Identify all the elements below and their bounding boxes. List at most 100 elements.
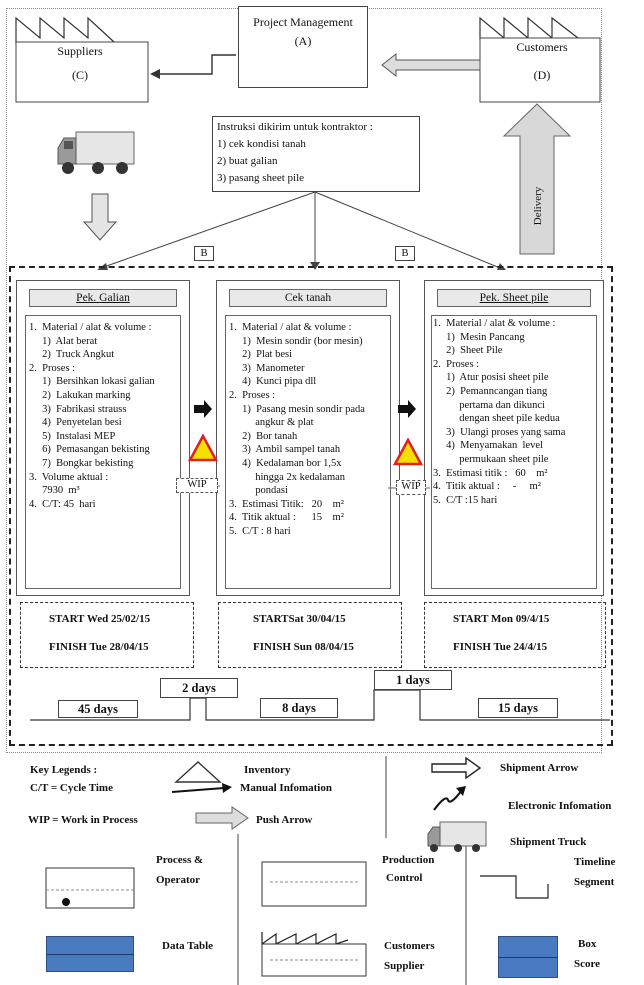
process-line: 5) Instalasi MEP <box>29 430 116 442</box>
instructions-item: 3) pasang sheet pile <box>217 172 305 184</box>
process-line: 1) Alat berat <box>29 335 98 347</box>
process-line: 1) Bersihkan lokasi galian <box>29 376 155 388</box>
legend-inventory: Inventory <box>244 764 291 776</box>
process-line: 4) Kunci pipa dll <box>229 376 317 388</box>
process-line: 1) Mesin Pancang <box>433 331 525 343</box>
box-score-icon <box>498 936 558 978</box>
process-line: 1) Mesin sondir (bor mesin) <box>229 335 363 347</box>
process-line: permukaan sheet pile <box>433 453 549 465</box>
process-title: Cek tanah <box>229 289 387 307</box>
process-line: 2) Bor tanah <box>229 430 298 442</box>
process-line: 1. Material / alat & volume : <box>29 322 152 333</box>
finish-date: FINISH Tue 24/4/15 <box>453 641 548 653</box>
finish-date: FINISH Tue 28/04/15 <box>49 641 149 653</box>
legend-shipment-truck: Shipment Truck <box>510 836 587 848</box>
instructions-item: 1) cek kondisi tanah <box>217 138 306 150</box>
data-table-icon <box>46 936 134 972</box>
start-date: START Mon 09/4/15 <box>453 613 550 625</box>
project-management-box: Project Management (A) <box>238 6 368 88</box>
inventory-triangle-icon <box>187 433 219 462</box>
process-lines: 1. Material / alat & volume : 1) Mesin P… <box>433 317 565 507</box>
process-line: 2. Proses : <box>229 389 276 401</box>
suppliers-code: (C) <box>72 68 88 82</box>
schedule-box-cek-tanah: STARTSat 30/04/15 FINISH Sun 08/04/15 <box>218 602 402 668</box>
legend-process-operator: Process & <box>156 854 204 866</box>
schedule-box-galian: START Wed 25/02/15 FINISH Tue 28/04/15 <box>20 602 194 668</box>
delivery-arrow <box>502 103 572 255</box>
process-line: 3) Manometer <box>229 362 305 374</box>
process-line: 7) Bongkar bekisting <box>29 457 134 469</box>
process-lines: 1. Material / alat & volume : 1) Alat be… <box>29 321 155 511</box>
legend-production-control: Control <box>386 872 423 884</box>
process-line: 5. C/T :15 hari <box>433 494 498 506</box>
process-line: 4) Penyetelan besi <box>29 417 122 429</box>
legend-process-operator: Operator <box>156 874 200 886</box>
process-line: 2) Pemanncangan tiang <box>433 385 548 397</box>
legend-timeline-segment: Segment <box>574 876 615 888</box>
customers-title: Customers <box>516 40 568 54</box>
wip-connectors-svg <box>178 400 430 489</box>
legend-electronic-info-icon <box>433 789 463 811</box>
finish-date: FINISH Sun 08/04/15 <box>253 641 354 653</box>
push-arrow-icon <box>398 400 416 418</box>
legend-key-title: Key Legends : <box>30 764 98 776</box>
shipment-truck-icon <box>57 131 135 174</box>
schedule-box-sheet-pile: START Mon 09/4/15 FINISH Tue 24/4/15 <box>424 602 606 668</box>
inventory-triangle-icon <box>392 437 424 466</box>
project-management-title: Project Management <box>253 15 353 29</box>
legend-production-control: Production <box>382 854 435 866</box>
operator-gear-icon <box>62 898 70 906</box>
legend-customers-supplier: Customers <box>384 940 435 952</box>
instructions-heading: Instruksi dikirim untuk kontraktor : <box>217 121 373 133</box>
legend-shipment-arrow: Shipment Arrow <box>500 762 579 774</box>
start-date: START Wed 25/02/15 <box>49 613 151 625</box>
timeline-days: 15 days <box>478 698 558 718</box>
top-arrows-svg <box>82 52 572 270</box>
process-line: 4) Kedalaman bor 1,5x <box>229 457 342 469</box>
process-line: dengan sheet pile kedua <box>433 413 560 425</box>
legend-timeline-segment: Timeline <box>574 856 616 868</box>
process-line: 6) Pemasangan bekisting <box>29 444 150 456</box>
shipment-arrow-customers-pm <box>381 52 481 78</box>
process-line: 1. Material / alat & volume : <box>229 322 352 333</box>
process-line: 2) Lakukan marking <box>29 389 131 401</box>
process-line: 2) Truck Angkut <box>29 349 115 361</box>
process-body <box>25 315 181 589</box>
legend-push-arrow-icon <box>195 806 249 830</box>
customers-code: (D) <box>533 68 551 82</box>
legend-box-score: Box <box>578 938 597 950</box>
process-line: 2. Proses : <box>433 358 480 370</box>
process-line: 4. Titik aktual : 15 m² <box>229 512 344 524</box>
process-body <box>225 315 391 589</box>
legend-data-table: Data Table <box>162 940 214 952</box>
process-line: pondasi <box>229 485 288 497</box>
process-line: 3. Estimasi titik : 60 m² <box>433 467 548 479</box>
legend-ct: C/T = Cycle Time <box>30 782 113 794</box>
process-line: 2) Sheet Pile <box>433 345 503 357</box>
wip-label: WIP <box>176 478 218 493</box>
process-line: 2. Proses : <box>29 362 76 374</box>
process-line: 4. C/T: 45 hari <box>29 498 96 510</box>
process-line: angkur & plat <box>229 417 314 429</box>
timeline-wait: 1 days <box>374 670 452 690</box>
legend-shipment-arrow-icon <box>431 756 482 780</box>
process-line: pertama dan dikunci <box>433 399 545 411</box>
timeline-days: 45 days <box>58 700 138 718</box>
process-line: 4) Menyamakan level <box>433 440 543 452</box>
legend-manual: Manual Infomation <box>240 782 332 794</box>
start-date: STARTSat 30/04/15 <box>253 613 346 625</box>
legend-electronic: Electronic Infomation <box>508 800 612 812</box>
timeline-wait: 2 days <box>160 678 238 698</box>
suppliers-title: Suppliers <box>57 44 103 58</box>
legend-wip: WIP = Work in Process <box>28 814 138 826</box>
process-box-cek-tanah: Cek tanah 1. Material / alat & volume : … <box>216 280 400 596</box>
process-line: 3) Ulangi proses yang sama <box>433 426 566 438</box>
legend-customers-supplier: Supplier <box>384 960 425 972</box>
process-lines: 1. Material / alat & volume : 1) Mesin s… <box>229 321 365 539</box>
process-line: 3) Fabrikasi strauss <box>29 403 127 415</box>
legend-box-score: Score <box>574 958 601 970</box>
value-stream-container <box>9 266 613 746</box>
suppliers-factory-icon <box>15 16 149 103</box>
push-arrow-icon <box>194 400 212 418</box>
